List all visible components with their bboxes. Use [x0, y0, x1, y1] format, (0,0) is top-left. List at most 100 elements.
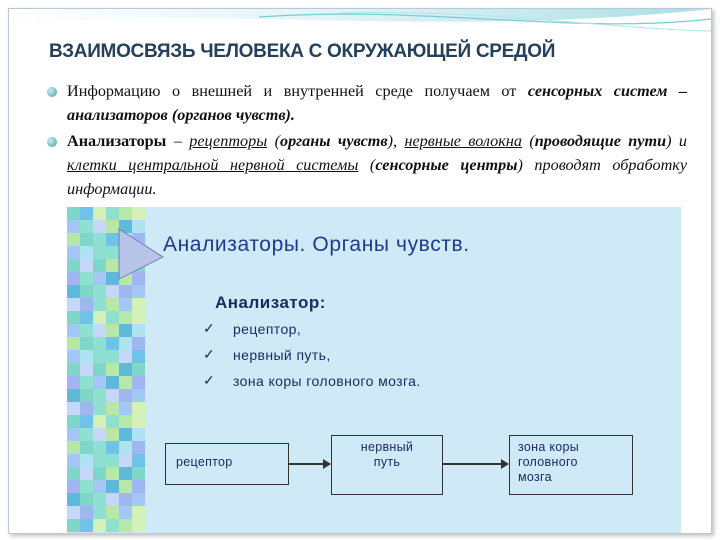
mosaic-tile [106, 207, 119, 220]
mosaic-tile [67, 493, 80, 506]
bullet-text: Информацию о внешней и внутренней среде … [67, 82, 528, 100]
mosaic-tile [106, 454, 119, 467]
list-item-label: рецептор, [233, 321, 302, 337]
flow-box-label: мозга [518, 470, 552, 484]
mosaic-tile [93, 493, 106, 506]
list-item: ✓ нервный путь, [203, 346, 421, 373]
mosaic-tile [119, 324, 132, 337]
mosaic-tile [80, 428, 93, 441]
mosaic-tile [93, 415, 106, 428]
mosaic-tile [93, 246, 106, 259]
mosaic-tile [132, 285, 145, 298]
mosaic-tile [80, 506, 93, 519]
mosaic-tile [80, 415, 93, 428]
mosaic-tile [119, 519, 132, 532]
bullet-text: ), [387, 132, 405, 150]
checkmark-icon: ✓ [203, 346, 216, 362]
mosaic-tile [106, 246, 119, 259]
mosaic-tile [132, 363, 145, 376]
term-nerve-fibers: нервные волокна [404, 132, 522, 150]
mosaic-tile [80, 246, 93, 259]
mosaic-tile [119, 493, 132, 506]
mosaic-tile [93, 454, 106, 467]
mosaic-tile [80, 207, 93, 220]
flow-box-label: рецептор [176, 455, 233, 469]
mosaic-tile [119, 415, 132, 428]
mosaic-tile [93, 350, 106, 363]
mosaic-tile [67, 285, 80, 298]
mosaic-tile [119, 207, 132, 220]
mosaic-tile [80, 272, 93, 285]
mosaic-tile [119, 363, 132, 376]
mosaic-tile [93, 363, 106, 376]
mosaic-tile [67, 298, 80, 311]
mosaic-tile [119, 389, 132, 402]
mosaic-tile [106, 519, 119, 532]
mosaic-tile [93, 207, 106, 220]
analyzer-image-panel: Анализаторы. Органы чувств. Анализатор: … [67, 207, 681, 533]
mosaic-tile [106, 480, 119, 493]
mosaic-tile [80, 285, 93, 298]
mosaic-tile [67, 272, 80, 285]
mosaic-tile [119, 480, 132, 493]
mosaic-tile [132, 506, 145, 519]
mosaic-tile [80, 350, 93, 363]
mosaic-tile [119, 376, 132, 389]
mosaic-tile [67, 207, 80, 220]
mosaic-tile [67, 415, 80, 428]
slide-title: ВЗАИМОСВЯЗЬ ЧЕЛОВЕКА С ОКРУЖАЮЩЕЙ СРЕДОЙ [49, 41, 556, 62]
bullet-icon [47, 137, 57, 147]
mosaic-tile [67, 376, 80, 389]
mosaic-tile [67, 337, 80, 350]
mosaic-tile [67, 428, 80, 441]
mosaic-tile [93, 441, 106, 454]
mosaic-tile [132, 350, 145, 363]
list-item: ✓ зона коры головного мозга. [203, 372, 421, 399]
mosaic-tile [106, 402, 119, 415]
mosaic-tile [80, 493, 93, 506]
checkmark-icon: ✓ [203, 372, 216, 388]
mosaic-tile [93, 402, 106, 415]
mosaic-tile [106, 441, 119, 454]
mosaic-tile [106, 272, 119, 285]
mosaic-tile [106, 259, 119, 272]
bullet-icon [47, 87, 57, 97]
arrow-pointer-decoration [118, 228, 165, 280]
mosaic-tile [80, 233, 93, 246]
mosaic-tile [67, 350, 80, 363]
mosaic-tile [67, 506, 80, 519]
mosaic-tile [119, 428, 132, 441]
mosaic-tile [132, 441, 145, 454]
mosaic-tile [93, 272, 106, 285]
mosaic-tile [93, 376, 106, 389]
mosaic-tile [132, 272, 145, 285]
bullet-text: ( [521, 132, 535, 150]
mosaic-tile [80, 441, 93, 454]
mosaic-tile [80, 519, 93, 532]
mosaic-tile [106, 311, 119, 324]
mosaic-tile [132, 376, 145, 389]
mosaic-tile [106, 467, 119, 480]
mosaic-tile [106, 298, 119, 311]
flow-box-label: путь [373, 455, 401, 469]
bullet-text: ) проводят обработку информации. [67, 156, 688, 198]
mosaic-tile [93, 428, 106, 441]
mosaic-tile [93, 337, 106, 350]
mosaic-tile [106, 285, 119, 298]
mosaic-tile [119, 311, 132, 324]
mosaic-tile [106, 220, 119, 233]
mosaic-tile [67, 259, 80, 272]
mosaic-tile [132, 480, 145, 493]
mosaic-tile [67, 246, 80, 259]
mosaic-tile [106, 337, 119, 350]
mosaic-tile [119, 285, 132, 298]
checkmark-icon: ✓ [203, 320, 216, 336]
mosaic-tile [106, 363, 119, 376]
flow-arrow [289, 459, 331, 469]
panel-heading: Анализаторы. Органы чувств. [163, 233, 470, 256]
analyzer-parts-list: ✓ рецептор, ✓ нервный путь, ✓ зона коры … [203, 320, 421, 399]
mosaic-tile [106, 233, 119, 246]
mosaic-tile [106, 324, 119, 337]
mosaic-tile [93, 285, 106, 298]
mosaic-tile [132, 493, 145, 506]
